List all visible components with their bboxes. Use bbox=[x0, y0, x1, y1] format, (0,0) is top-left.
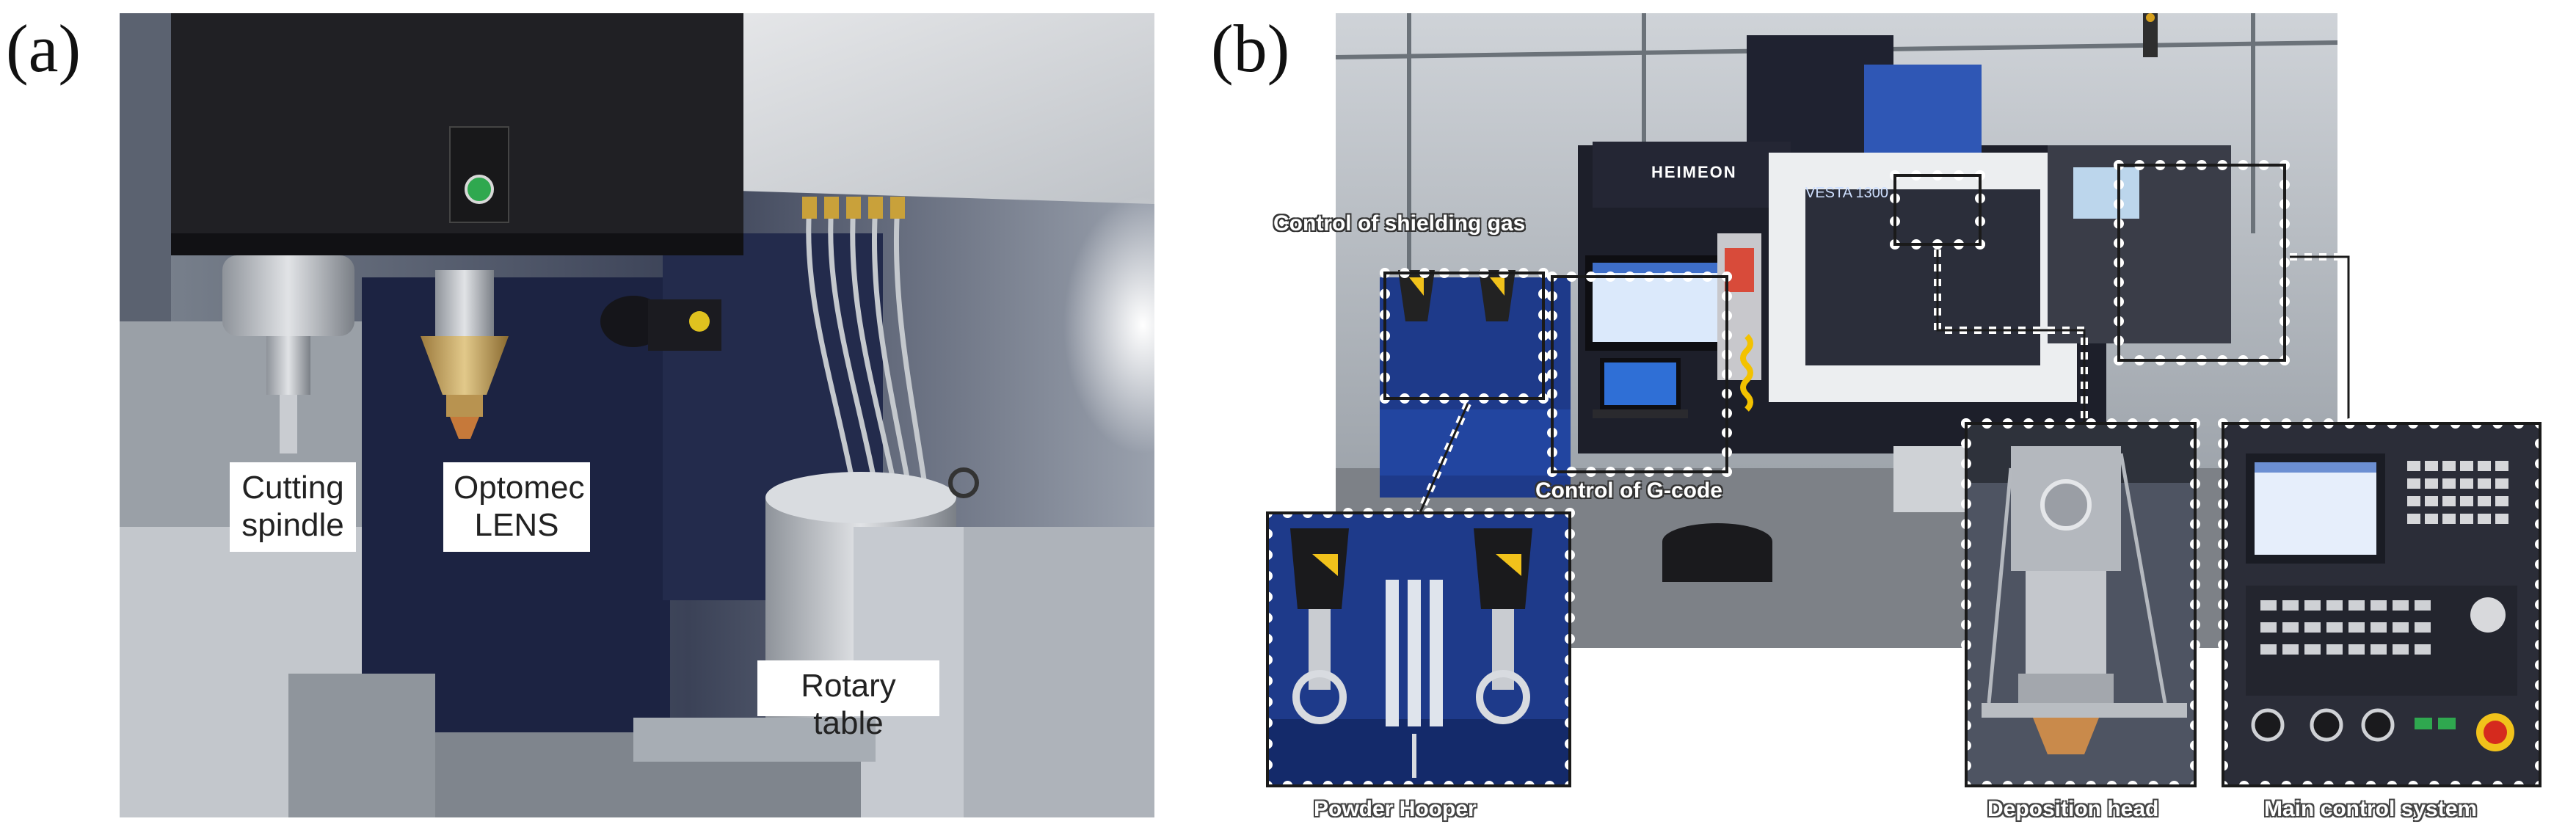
frame-powder-hooper bbox=[1262, 508, 1575, 791]
label-cutting-spindle: Cutting spindle bbox=[230, 462, 356, 552]
frame-control-panel bbox=[2114, 160, 2290, 365]
label-optomec-lens: Optomec LENS bbox=[443, 462, 590, 552]
frame-hopper-small bbox=[1380, 268, 1549, 404]
panel-b-letter: (b) bbox=[1211, 11, 1290, 86]
caption-main-control: Main control system bbox=[2264, 797, 2478, 821]
inset-deposition-head bbox=[1967, 424, 2194, 785]
machine-model: VESTA 1300 bbox=[1805, 185, 1889, 201]
frame-computer-control bbox=[1547, 272, 1732, 477]
panel-a-photo bbox=[120, 13, 1154, 817]
machine-brand: HEIMEON bbox=[1651, 163, 1737, 181]
caption-deposition-head: Deposition head bbox=[1987, 797, 2159, 821]
frame-deposition-head bbox=[1961, 418, 2200, 791]
callout-shielding-gas: Control of shielding gas bbox=[1273, 211, 1526, 236]
panel-a-letter: (a) bbox=[6, 11, 81, 86]
label-rotary-table: Rotary table bbox=[757, 660, 939, 741]
frame-main-control bbox=[2218, 418, 2545, 791]
inset-main-control bbox=[2224, 424, 2539, 785]
callout-gcode: Control of G-code bbox=[1535, 478, 1722, 503]
frame-machine-window bbox=[1890, 170, 1985, 249]
inset-powder-hooper bbox=[1268, 514, 1569, 785]
caption-powder-hooper: Powder Hooper bbox=[1314, 797, 1477, 821]
